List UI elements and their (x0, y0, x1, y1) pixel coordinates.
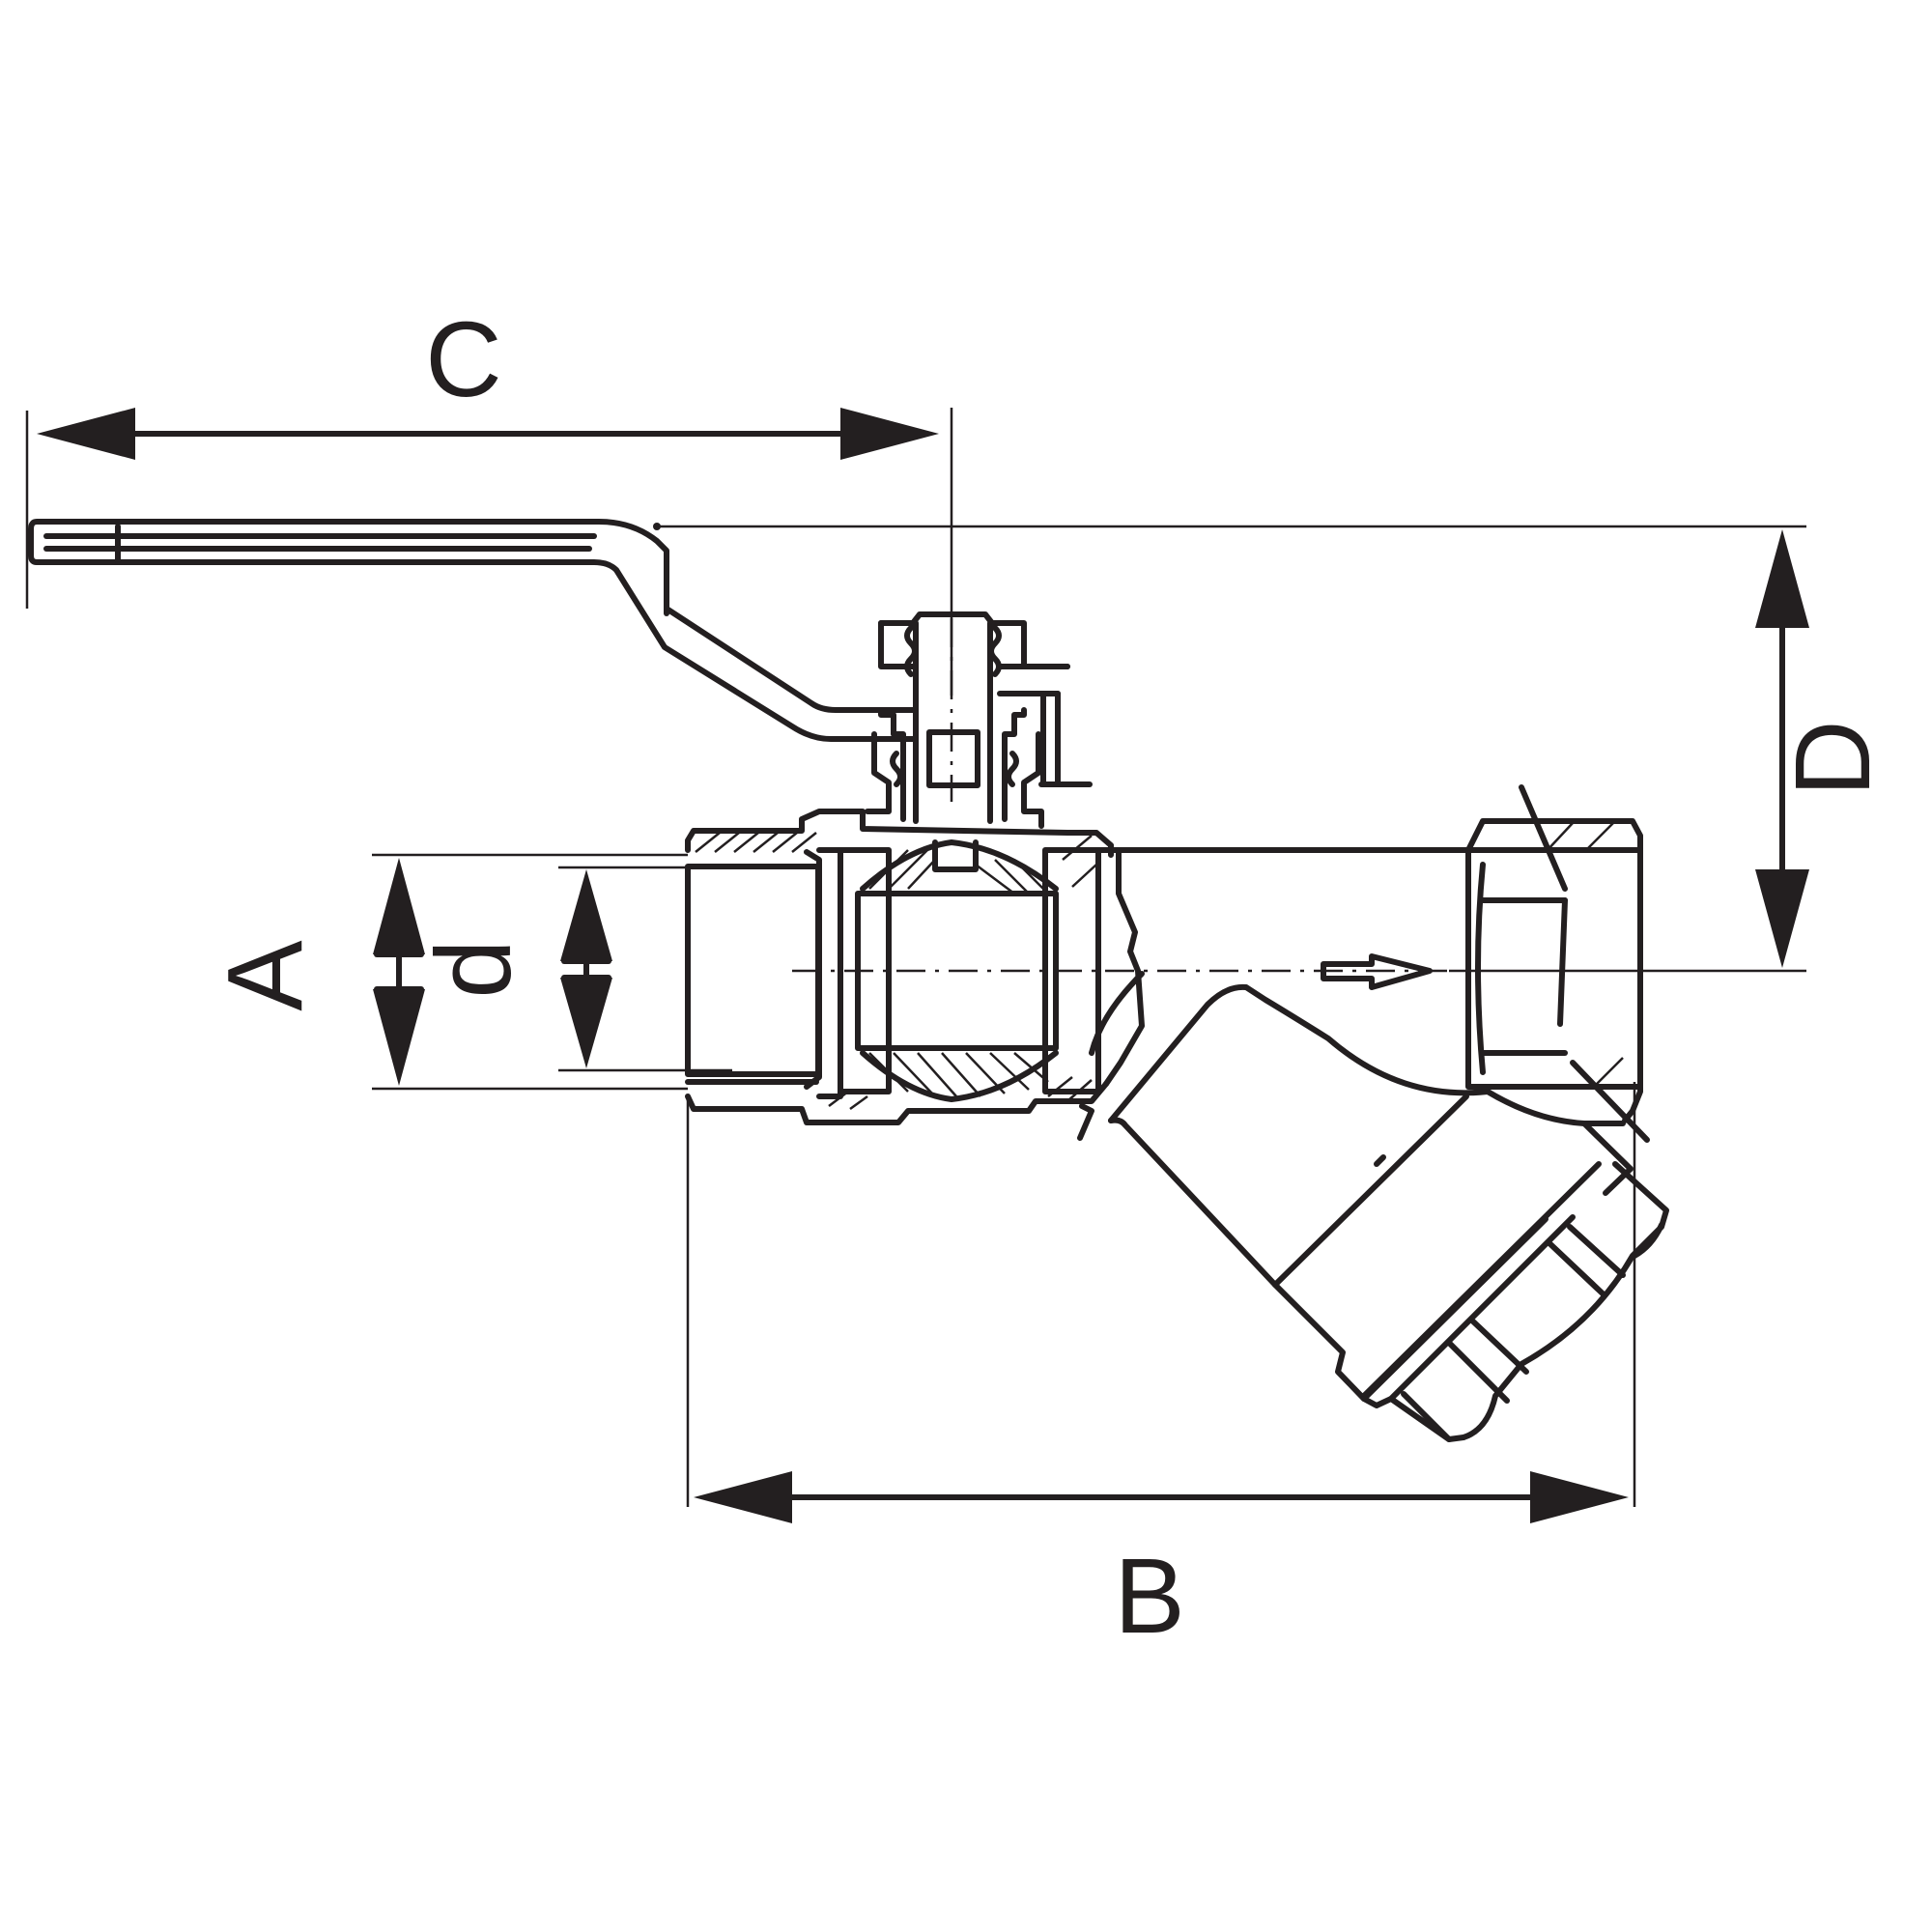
lever-handle (28, 519, 919, 742)
dimension-d: D (653, 523, 1892, 973)
dim-a-arrow-up (373, 858, 425, 954)
section-hatching (695, 832, 1097, 1111)
dim-a-label: A (206, 940, 325, 1011)
dim-a-arrow-down (373, 989, 425, 1086)
dimension-d-small: d (414, 866, 732, 1072)
dim-c-arrow-left (37, 408, 135, 460)
flow-arrow (1321, 953, 1433, 990)
dim-b-arrow-left (694, 1471, 792, 1523)
dim-b-arrow-right (1530, 1471, 1629, 1523)
dim-d-label: D (1774, 720, 1892, 796)
dim-d-small-arrow-down (560, 978, 612, 1068)
dimension-a: A (206, 853, 688, 1091)
stem-assembly (865, 611, 1093, 829)
dimension-b: B (686, 1082, 1636, 1656)
dim-d-arrow-down (1755, 869, 1809, 968)
strainer-body (1108, 784, 1669, 1442)
dim-d-arrow-up (1755, 529, 1809, 628)
dim-d-small-label: d (414, 939, 533, 998)
dim-c-label: C (425, 300, 501, 419)
dim-c-arrow-right (840, 408, 939, 460)
dimension-c: C (25, 300, 953, 696)
dim-b-label: B (1114, 1537, 1184, 1656)
valve-body (685, 809, 1449, 1141)
dim-d-small-arrow-up (560, 869, 612, 961)
